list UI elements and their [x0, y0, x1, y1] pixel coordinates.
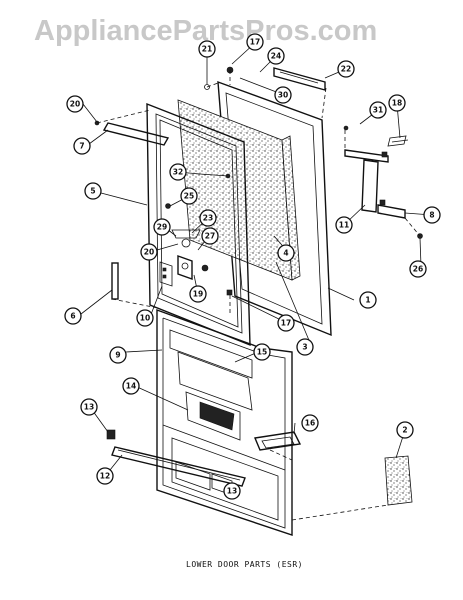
- callout-10: 10: [136, 309, 154, 327]
- callout-1: 1: [359, 291, 377, 309]
- callout-20-lower: 20: [140, 243, 158, 261]
- callout-30: 30: [274, 86, 292, 104]
- svg-text:17: 17: [281, 319, 291, 328]
- svg-text:7: 7: [79, 142, 84, 151]
- callout-20-upper: 20: [66, 95, 84, 113]
- callout-11: 11: [335, 216, 353, 234]
- svg-text:26: 26: [413, 265, 423, 274]
- callout-27: 27: [201, 227, 219, 245]
- svg-text:21: 21: [202, 45, 212, 54]
- svg-text:29: 29: [157, 223, 167, 232]
- callout-21: 21: [198, 40, 216, 58]
- svg-text:2: 2: [402, 426, 407, 435]
- callout-9: 9: [109, 346, 127, 364]
- callout-5: 5: [84, 182, 102, 200]
- door-handle-assembly: [344, 135, 409, 219]
- top-trim-strip: [102, 122, 170, 146]
- callout-32: 32: [169, 163, 187, 181]
- callout-19: 19: [189, 285, 207, 303]
- svg-text:14: 14: [126, 382, 136, 391]
- callout-15: 15: [253, 343, 271, 361]
- callout-6: 6: [64, 307, 82, 325]
- callout-14: 14: [122, 377, 140, 395]
- callout-17-top: 17: [246, 33, 264, 51]
- svg-text:16: 16: [305, 419, 315, 428]
- side-panel: [384, 455, 413, 506]
- svg-text:1: 1: [365, 296, 370, 305]
- callout-13-lower: 13: [223, 482, 241, 500]
- callout-18: 18: [388, 94, 406, 112]
- svg-text:20: 20: [70, 100, 80, 109]
- alignment-lines: [96, 70, 421, 521]
- svg-text:15: 15: [257, 348, 267, 357]
- svg-text:17: 17: [250, 38, 260, 47]
- svg-text:4: 4: [283, 249, 288, 258]
- svg-text:23: 23: [203, 214, 213, 223]
- left-side-bar: [111, 262, 119, 300]
- svg-text:19: 19: [193, 290, 203, 299]
- inner-door-liner: [156, 308, 293, 536]
- callout-16: 16: [301, 414, 319, 432]
- handle-insert: [254, 431, 302, 451]
- svg-text:32: 32: [173, 168, 183, 177]
- callout-17-bottom: 17: [277, 314, 295, 332]
- svg-text:25: 25: [184, 192, 194, 201]
- callouts: 1 2 3 4 5 6 7 8 9 10 11 12 13 13 14 15 1…: [64, 33, 441, 500]
- callout-26: 26: [409, 260, 427, 278]
- svg-text:18: 18: [392, 99, 402, 108]
- svg-text:10: 10: [140, 314, 150, 323]
- svg-text:24: 24: [271, 52, 281, 61]
- svg-text:6: 6: [70, 312, 75, 321]
- callout-24: 24: [267, 47, 285, 65]
- svg-text:13: 13: [227, 487, 237, 496]
- svg-text:8: 8: [429, 211, 434, 220]
- callout-29: 29: [153, 218, 171, 236]
- control-components: [94, 66, 423, 296]
- callout-12: 12: [96, 467, 114, 485]
- svg-text:5: 5: [90, 187, 95, 196]
- bottom-trim-bar: [111, 446, 246, 487]
- diagram-caption: LOWER DOOR PARTS (ESR): [186, 560, 303, 569]
- svg-text:22: 22: [341, 65, 351, 74]
- svg-text:27: 27: [205, 232, 215, 241]
- callout-8: 8: [423, 206, 441, 224]
- svg-text:13: 13: [84, 403, 94, 412]
- svg-text:11: 11: [339, 221, 349, 230]
- callout-25: 25: [180, 187, 198, 205]
- door-gasket-frame: [146, 102, 251, 347]
- callout-23: 23: [199, 209, 217, 227]
- svg-text:3: 3: [302, 343, 307, 352]
- callout-31: 31: [369, 101, 387, 119]
- top-hinge-bracket: [273, 67, 326, 91]
- bottom-clip: [106, 429, 116, 440]
- svg-text:30: 30: [278, 91, 288, 100]
- svg-text:20: 20: [144, 248, 154, 257]
- svg-text:31: 31: [373, 106, 383, 115]
- callout-13-upper: 13: [80, 398, 98, 416]
- callout-3: 3: [296, 338, 314, 356]
- callout-22: 22: [337, 60, 355, 78]
- callout-7: 7: [73, 137, 91, 155]
- svg-text:9: 9: [115, 351, 120, 360]
- callout-2: 2: [396, 421, 414, 439]
- svg-text:12: 12: [100, 472, 110, 481]
- callout-4: 4: [277, 244, 295, 262]
